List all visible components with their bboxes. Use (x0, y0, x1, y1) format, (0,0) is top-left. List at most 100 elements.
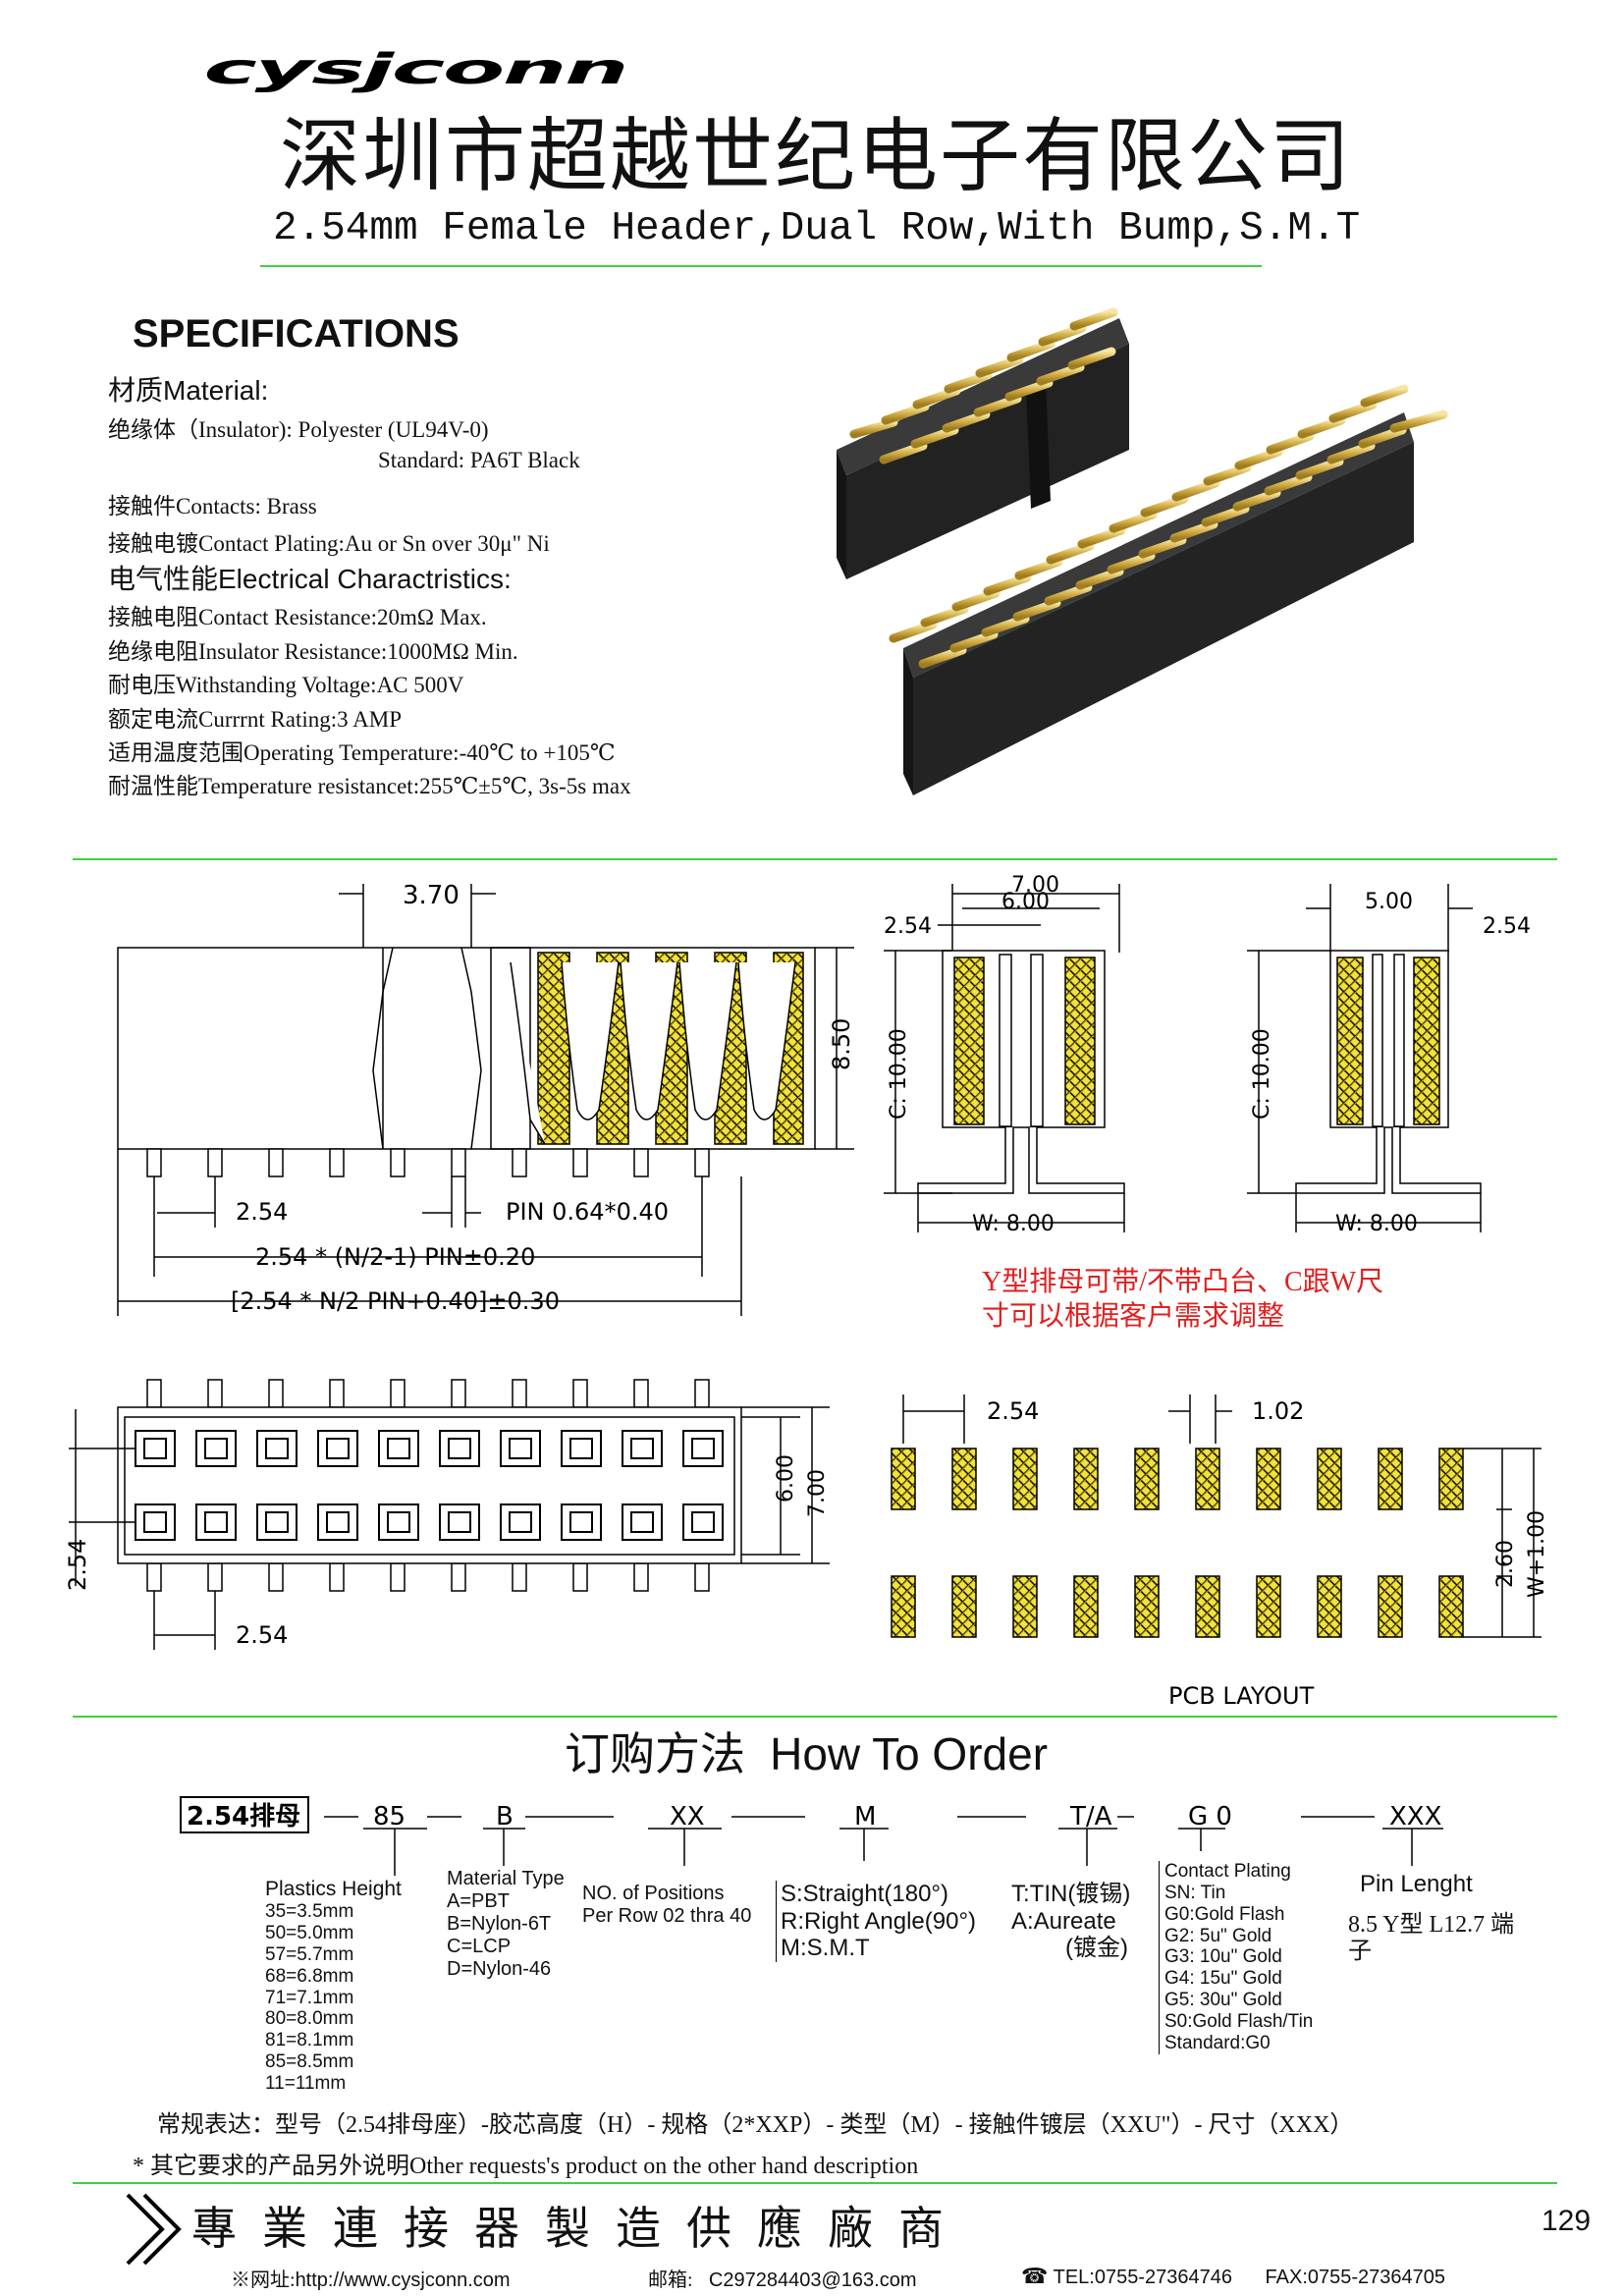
website-link[interactable]: http://www.cysjconn.com (295, 2269, 511, 2291)
title-underline (260, 265, 1262, 267)
spec-contact-resistance: 接触电阻Contact Resistance:20mΩ Max. (108, 605, 487, 629)
pcb-caption: PCB LAYOUT (1168, 1682, 1315, 1710)
dim-8-50: 8.50 (828, 1018, 855, 1070)
plating-item: G4: 15u" Gold (1164, 1968, 1282, 1990)
plating-item: Standard:G0 (1164, 2032, 1271, 2053)
height-item: 80=8.0mm (265, 2008, 354, 2030)
part-prefix: 2.54排母 (187, 1802, 300, 1831)
pin-row (849, 307, 1118, 465)
footer-slogan: 專業連接器製造供應廠商 (191, 2204, 969, 2254)
logo-graphic: cysjconn (203, 44, 628, 93)
spec-insulator-resistance: 绝缘电阻Insulator Resistance:1000MΩ Min. (108, 639, 518, 664)
plating-label: Contact Plating (1164, 1861, 1291, 1882)
product-title: 2.54mm Female Header,Dual Row,With Bump,… (273, 206, 1361, 251)
tin-item: (镀金) (1065, 1935, 1128, 1962)
material-item: C=LCP (447, 1936, 512, 1957)
red-note: Y型排母可带/不带凸台、C跟W尺 寸可以根据客户需求调整 (982, 1265, 1383, 1334)
divider-1 (73, 858, 1557, 860)
product-photo (825, 285, 1463, 805)
email-label: 邮箱: (648, 2269, 693, 2291)
dim-w-8-b: W: 8.00 (1335, 1212, 1418, 1236)
dim-top-row-pitch: 2.54 (64, 1539, 91, 1591)
pin-row (889, 384, 1448, 669)
footer-phone: ☎ TEL:0755-27364746 FAX:0755-27364705 (1021, 2264, 1445, 2289)
order-title-en: How To Order (770, 1728, 1049, 1779)
positions-item: Per Row 02 thra 40 (582, 1905, 752, 1927)
code-height: 85 (373, 1802, 406, 1831)
dim-w-8-a: W: 8.00 (972, 1212, 1055, 1236)
red-note-line-2: 寸可以根据客户需求调整 (982, 1301, 1285, 1332)
tel-text: TEL:0755-27364746 (1053, 2267, 1232, 2288)
material-item: B=Nylon-6T (447, 1913, 552, 1935)
red-note-line-1: Y型排母可带/不带凸台、C跟W尺 (982, 1267, 1384, 1297)
spec-contacts: 接触件Contacts: Brass (108, 494, 317, 519)
dim-c-10-b: C: 10.00 (1250, 1028, 1274, 1120)
pin-length-label: Pin Lenght (1360, 1871, 1473, 1897)
order-title-cn: 订购方法 (565, 1729, 745, 1779)
spec-insulator-standard: Standard: PA6T Black (378, 448, 580, 472)
spec-electrical-label: 电气性能Electrical Charactristics: (108, 564, 512, 594)
website-label: ※网址: (231, 2269, 296, 2291)
pin-length-note: 8.5 Y型 L12.7 端 (1348, 1911, 1515, 1938)
spec-plating: 接触电镀Contact Plating:Au or Sn over 30μ" N… (108, 531, 550, 556)
height-item: 35=3.5mm (265, 1901, 354, 1923)
order-col-plating: Contact Plating SN: Tin G0:Gold Flash G2… (1159, 1861, 1313, 2054)
phone-icon: ☎ (1021, 2264, 1049, 2288)
plating-item: G0:Gold Flash (1164, 1903, 1285, 1925)
spec-insulator: 绝缘体（Insulator): Polyester (UL94V-0) (108, 417, 489, 442)
spec-withstanding-voltage: 耐电压Withstanding Voltage:AC 500V (108, 673, 464, 697)
pcb-dim-pad-len: 2.60 (1493, 1540, 1518, 1588)
connector-3d-illustration (837, 307, 1448, 795)
tin-item: T:TIN(镀锡) (1011, 1881, 1131, 1907)
plating-item: S0:Gold Flash/Tin (1164, 2010, 1314, 2032)
code-positions: XX (670, 1802, 705, 1831)
height-item: 11=11mm (265, 2072, 347, 2094)
side-view-drawing: 3.70 8.50 (98, 864, 864, 1326)
height-item: 57=5.7mm (265, 1943, 354, 1965)
dim-c-10-a: C: 10.00 (887, 1028, 911, 1120)
email-link[interactable]: C297284403@163.com (708, 2269, 917, 2291)
dim-formula-2: [2.54 * N/2 PIN+0.40]±0.30 (231, 1287, 560, 1315)
order-col-material: Material Type A=PBT B=Nylon-6T C=LCP D=N… (447, 1868, 565, 1981)
dim-pin-size: PIN 0.64*0.40 (506, 1198, 669, 1226)
code-tin: T/A (1069, 1802, 1112, 1831)
section-view-b: 5.00 2.54 C: 10.00 W: 8.00 (1227, 864, 1551, 1257)
pin-length-note: 子 (1348, 1939, 1372, 1965)
order-col-tin: T:TIN(镀锡) A:Aureate (镀金) (1011, 1881, 1130, 1962)
code-type: M (854, 1802, 876, 1831)
dim-2-54-b: 2.54 (1483, 914, 1531, 939)
pcb-layout: 2.54 1.02 2.60 W+1.00 PCB LAYOUT (874, 1380, 1581, 1714)
fax-text: FAX:0755-27364705 (1265, 2267, 1446, 2288)
spec-material-label: 材质Material: (108, 375, 269, 406)
height-item: 85=8.5mm (265, 2051, 354, 2073)
order-col-positions: NO. of Positions Per Row 02 thra 40 (582, 1883, 751, 1928)
pcb-dim-pad: 1.02 (1252, 1397, 1304, 1425)
footer-contact: ※网址:http://www.cysjconn.com (231, 2264, 511, 2292)
dim-top-6-00: 6.00 (774, 1454, 798, 1503)
type-item: M:S.M.T (781, 1935, 870, 1962)
spec-operating-temp: 适用温度范围Operating Temperature:-40℃ to +105… (108, 740, 616, 765)
order-col-height: Plastics Height 35=3.5mm 50=5.0mm 57=5.7… (265, 1878, 402, 2095)
order-title: 订购方法 How To Order (565, 1719, 1048, 1783)
company-name: 深圳市超越世纪电子有限公司 (280, 112, 1353, 201)
specs-heading: SPECIFICATIONS (133, 312, 460, 355)
spec-current-rating: 额定电流Currrnt Rating:3 AMP (108, 707, 403, 732)
positions-label: NO. of Positions (582, 1883, 725, 1904)
dim-6-00: 6.00 (1001, 890, 1050, 914)
order-code-diagram: 2.54排母 85 B XX M T/A G 0 XXX (167, 1787, 1581, 2219)
plating-item: G5: 30u" Gold (1164, 1990, 1282, 2011)
other-note: * 其它要求的产品另外说明Other requests's product on… (133, 2154, 919, 2179)
height-item: 68=6.8mm (265, 1965, 354, 1987)
order-col-type: S:Straight(180°) R:Right Angle(90°) M:S.… (776, 1881, 976, 1962)
order-col-pin-length: Pin Lenght 8.5 Y型 L12.7 端 子 (1348, 1871, 1514, 1966)
height-item: 71=7.1mm (265, 1987, 354, 2008)
material-label: Material Type (447, 1868, 565, 1889)
divider-3 (73, 2182, 1557, 2184)
footer-email: 邮箱: C297284403@163.com (648, 2264, 916, 2292)
spec-temp-resistance: 耐温性能Temperature resistancet:255℃±5℃, 3s-… (108, 774, 631, 798)
tin-item: A:Aureate (1011, 1907, 1116, 1935)
logo-text: cysjconn (203, 44, 626, 93)
dim-formula-1: 2.54 * (N/2-1) PIN±0.20 (255, 1243, 535, 1271)
height-item: 81=8.1mm (265, 2030, 354, 2051)
plating-item: G3: 10u" Gold (1164, 1946, 1282, 1968)
